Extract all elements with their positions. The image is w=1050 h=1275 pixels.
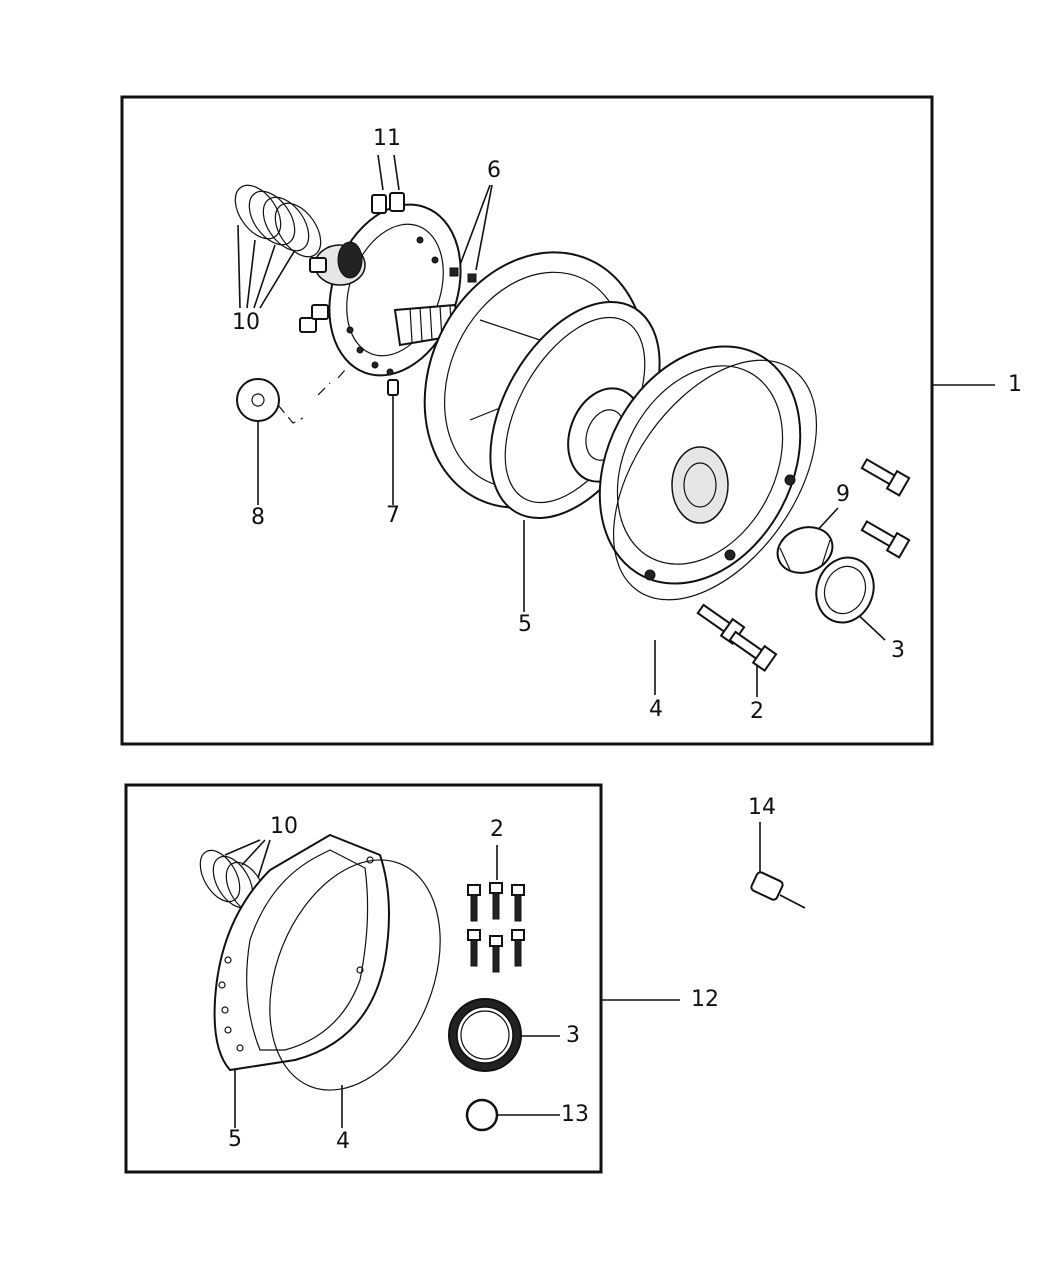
callout-10-kit: 10 — [270, 814, 298, 839]
leader-lines-top — [237, 154, 995, 697]
callout-11: 11 — [373, 126, 401, 151]
spring-stack-top — [234, 184, 322, 258]
callout-1: 1 — [1008, 372, 1022, 397]
pin-6b — [467, 273, 477, 283]
o-ring-4-kit — [269, 859, 441, 1091]
pump-housing-rear — [598, 345, 802, 585]
callout-4-kit: 4 — [336, 1129, 350, 1154]
callout-7: 7 — [386, 503, 400, 528]
callout-3-kit: 3 — [566, 1023, 580, 1048]
callout-3-top: 3 — [891, 638, 905, 663]
pin-6a — [449, 267, 459, 277]
service-kit-frame — [124, 783, 603, 1174]
callout-8: 8 — [251, 505, 265, 530]
washer-8 — [236, 369, 346, 424]
callout-4-top: 4 — [649, 697, 663, 722]
callout-13: 13 — [561, 1102, 589, 1127]
o-ring-13 — [465, 1098, 499, 1132]
bushing-9 — [776, 526, 834, 574]
callout-9: 9 — [836, 482, 850, 507]
filter-14 — [750, 871, 806, 909]
callout-5-kit: 5 — [228, 1127, 242, 1152]
bolts-2-kit — [467, 882, 525, 973]
callout-14: 14 — [748, 795, 776, 820]
main-assembly-frame — [120, 95, 934, 746]
seal-3-top — [815, 556, 875, 624]
callout-10-top: 10 — [232, 310, 260, 335]
callout-5-top: 5 — [518, 612, 532, 637]
callout-6: 6 — [487, 158, 501, 183]
callout-2-top: 2 — [750, 699, 764, 724]
dowel-7 — [387, 379, 399, 396]
o-ring-4-top — [612, 359, 818, 601]
callout-2-kit: 2 — [490, 817, 504, 842]
bolts-2-top — [696, 458, 911, 672]
seal-3-kit — [448, 998, 522, 1072]
callout-12: 12 — [691, 987, 719, 1012]
leader-lines-kit — [224, 822, 761, 1128]
bolts-11 — [299, 192, 405, 333]
gasket-5-kit — [213, 833, 390, 1072]
